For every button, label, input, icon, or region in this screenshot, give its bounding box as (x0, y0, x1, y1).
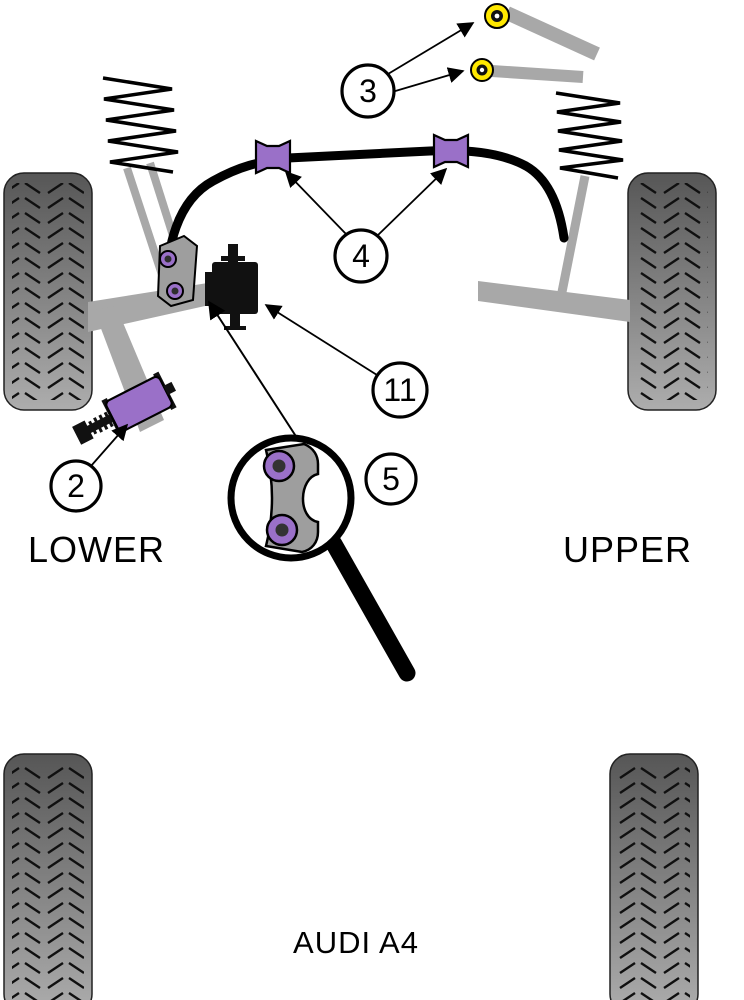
anti-roll-bar-bushing-left (254, 139, 292, 175)
callout-2-label: 2 (67, 468, 85, 504)
upper-arm-bushing-bottom (470, 58, 494, 82)
engine-mount-part (205, 244, 258, 330)
callout-4: 4 (333, 228, 389, 284)
callout-3: 3 (340, 63, 396, 119)
upper-link-bottom (491, 65, 584, 83)
callout-4-label: 4 (352, 238, 370, 274)
magnifier-callout-arrow (208, 300, 300, 442)
callout-3-label: 3 (359, 73, 377, 109)
arm-bracket-left (156, 234, 199, 308)
tire-front-right (627, 172, 717, 411)
callout-2: 2 (49, 459, 103, 513)
magnifier-lens-rim (227, 434, 355, 562)
callout-5-label: 5 (382, 461, 400, 497)
callout-11-label: 11 (383, 372, 416, 408)
upper-arm-bushing-top (484, 3, 510, 29)
label-lower: LOWER (28, 529, 165, 570)
callout-5: 5 (364, 452, 418, 506)
magnifier (227, 434, 416, 682)
tire-rear-right (609, 753, 699, 1000)
label-upper: UPPER (563, 529, 692, 570)
coil-spring-right (555, 91, 624, 180)
diagram-title: AUDI A4 (293, 925, 419, 960)
anti-roll-bar-bushing-right (432, 133, 470, 169)
upper-link-top (504, 6, 600, 61)
callout-arrows (90, 22, 475, 467)
strut-right-rod (557, 175, 590, 293)
magnifier-handle (325, 535, 416, 682)
lower-arm-right (478, 281, 630, 322)
tire-front-left (3, 172, 93, 411)
callout-11: 11 (371, 361, 429, 419)
coil-spring-left (102, 76, 179, 174)
tire-rear-left (3, 753, 93, 1000)
